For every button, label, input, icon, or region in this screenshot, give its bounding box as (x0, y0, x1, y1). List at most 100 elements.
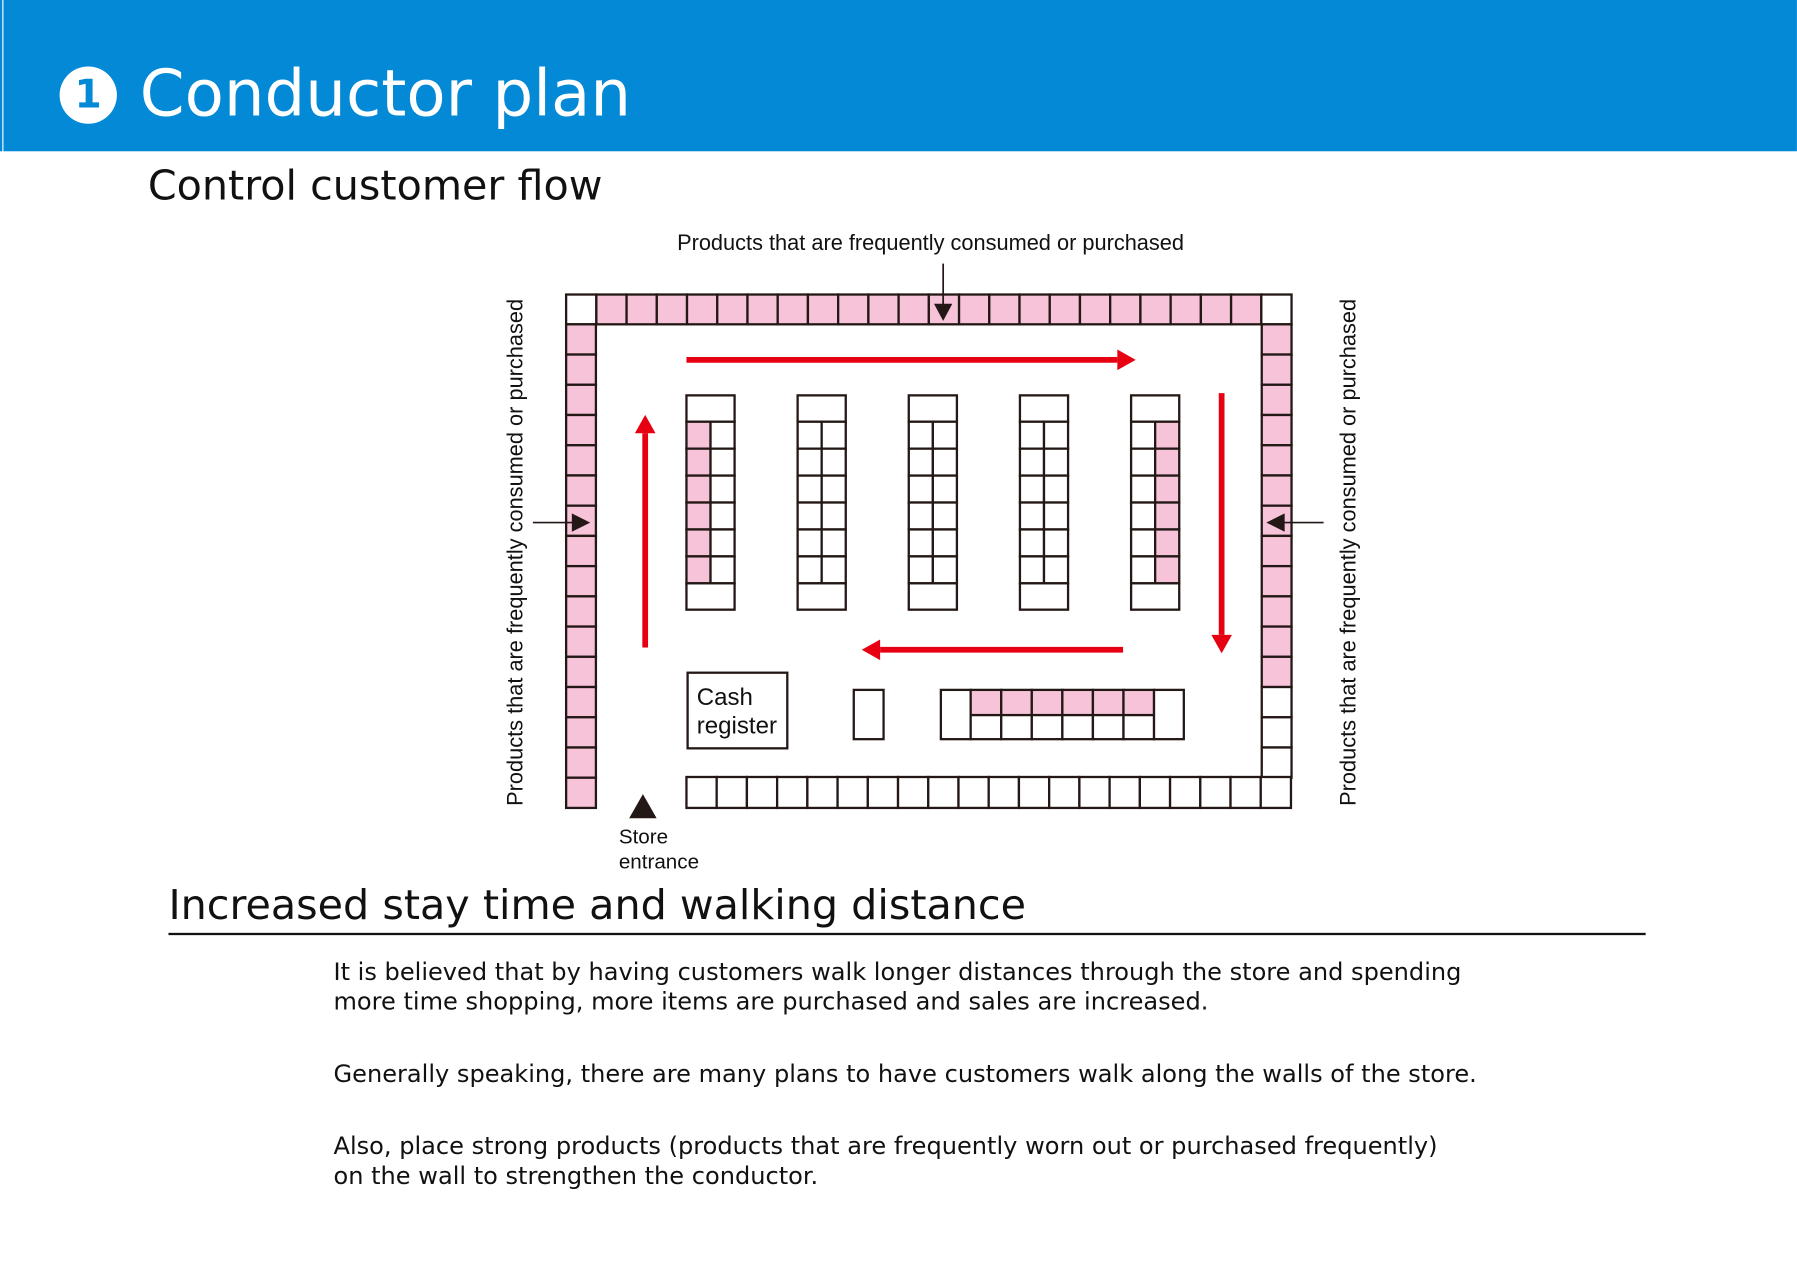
counter-cell (1061, 713, 1095, 741)
right-wall-label: Products that are frequently consumed or… (1336, 299, 1361, 806)
shelf-cell-right (1260, 625, 1293, 658)
shelf-cell-left (564, 685, 598, 719)
gondola-cell (1042, 420, 1070, 450)
counter-cell (1091, 713, 1125, 741)
shelf-cell-left (564, 474, 598, 507)
gondola-cell (685, 528, 712, 558)
gondola-end-cap (796, 394, 847, 423)
shelf-cell-right (1260, 323, 1293, 356)
counter-cell (1091, 688, 1125, 717)
paragraph-1-line-1: It is believed that by having customers … (333, 958, 1462, 986)
paragraph-3-line-1: Also, place strong products (products th… (333, 1132, 1438, 1160)
shelf-cell-left (564, 444, 598, 477)
header-edge (0, 0, 3, 152)
gondola-cell (709, 447, 736, 477)
gondola-cell (685, 447, 712, 477)
gondola-cell (931, 420, 959, 450)
gondola-cell (1154, 420, 1181, 450)
shelf-cell-bottom (775, 775, 809, 810)
gondola-cell (931, 447, 959, 477)
header-banner (3, 0, 1797, 152)
paragraph-3: Also, place strong products (products th… (333, 1131, 1536, 1191)
shelf-cell-bottom (1078, 775, 1111, 810)
gondola-cell (1018, 474, 1046, 504)
shelf-cell-top (776, 293, 810, 326)
shelf-cell-top (957, 293, 991, 326)
number-badge-icon: 1 (59, 66, 117, 124)
shelf-cell-top (685, 293, 719, 326)
gondola-cell (820, 447, 847, 477)
gondola-cell (907, 474, 934, 504)
cash-register-label-1: Cash (697, 684, 753, 711)
gondola-cell (685, 555, 712, 585)
shelf-cell-top (837, 293, 870, 326)
shelf-cell-bottom (866, 775, 900, 810)
gondola-cell (1154, 528, 1181, 558)
top-wall-label: Products that are frequently consumed or… (677, 230, 1184, 255)
shelf-cell-top (595, 293, 628, 326)
flow-arrow-up-head-icon (634, 414, 656, 434)
shelf-cell-top (1109, 293, 1142, 326)
gondola-cell (907, 420, 934, 450)
gondola-cell (931, 528, 959, 558)
shelf-cell-right (1260, 504, 1293, 538)
gondola-cell (1018, 420, 1046, 450)
gondola-cell (1042, 447, 1070, 477)
shelf-cell-top (655, 293, 689, 326)
gondola-cell (709, 474, 736, 504)
pointer-left-arrow-icon (571, 513, 591, 532)
gondola-cell (709, 420, 736, 450)
shelf-cell-bottom (1229, 775, 1262, 810)
shelf-cell-right (1260, 383, 1293, 417)
gondola-cell (907, 501, 934, 531)
shelf-cell-right (1260, 413, 1293, 447)
gondola-end-cap (907, 394, 959, 423)
shelf-cell-left (564, 625, 598, 658)
counter-cell (1000, 713, 1033, 741)
paragraph-1-line-2: more time shopping, more items are purch… (333, 987, 1209, 1016)
gondola-cell (1018, 501, 1046, 531)
shelf-cell-top (1260, 293, 1293, 326)
gondola-end-cap (1018, 394, 1070, 423)
gondola-cell (1129, 447, 1157, 477)
shelf-cell-bottom (715, 775, 749, 810)
shelf-cell-bottom (836, 775, 869, 810)
shelf-cell-bottom (1017, 775, 1051, 810)
shelf-cell-right (1260, 716, 1293, 749)
shelf-cell-bottom (685, 775, 718, 810)
shelf-cell-bottom (896, 775, 930, 810)
shelf-cell-left (564, 534, 598, 568)
paragraph-1: It is believed that by having customers … (333, 957, 1536, 1017)
shelf-cell-left (564, 655, 598, 689)
gondola-cell (709, 555, 736, 585)
shelf-cell-top (806, 293, 840, 326)
gondola-cell (907, 447, 934, 477)
shelf-cell-right (1260, 595, 1293, 628)
gondola-cell (1129, 555, 1157, 585)
gondola-cell (685, 420, 712, 450)
page-title: 1 Conductor plan (59, 57, 631, 133)
paragraph-2-line-1: Generally speaking, there are many plans… (333, 1060, 1477, 1088)
pointer-top-arrow-icon (933, 303, 953, 321)
gondola-cell (1042, 528, 1070, 558)
gondola-cell (907, 555, 934, 585)
shelf-cell-left (564, 413, 598, 447)
shelf-cell-right (1260, 655, 1293, 689)
gondola-cell (931, 501, 959, 531)
shelf-cell-left (564, 383, 598, 417)
gondola-cell (1042, 555, 1070, 585)
gondola-cell (685, 474, 712, 504)
shelf-cell-bottom (806, 775, 839, 810)
shelf-cell-top (1199, 293, 1233, 326)
shelf-cell-left (564, 564, 598, 598)
shelf-cell-top (716, 293, 749, 326)
gondola-cell (1018, 528, 1046, 558)
gondola-cell (796, 447, 823, 477)
shelf-cell-top (1078, 293, 1112, 326)
gondola-cell (1018, 447, 1046, 477)
shelf-cell-bottom (745, 775, 779, 810)
counter-end (1152, 688, 1185, 741)
section-heading-flow: Control customer flow (147, 162, 603, 210)
pointer-right-arrow-icon (1266, 513, 1285, 532)
counter-end (939, 688, 972, 741)
